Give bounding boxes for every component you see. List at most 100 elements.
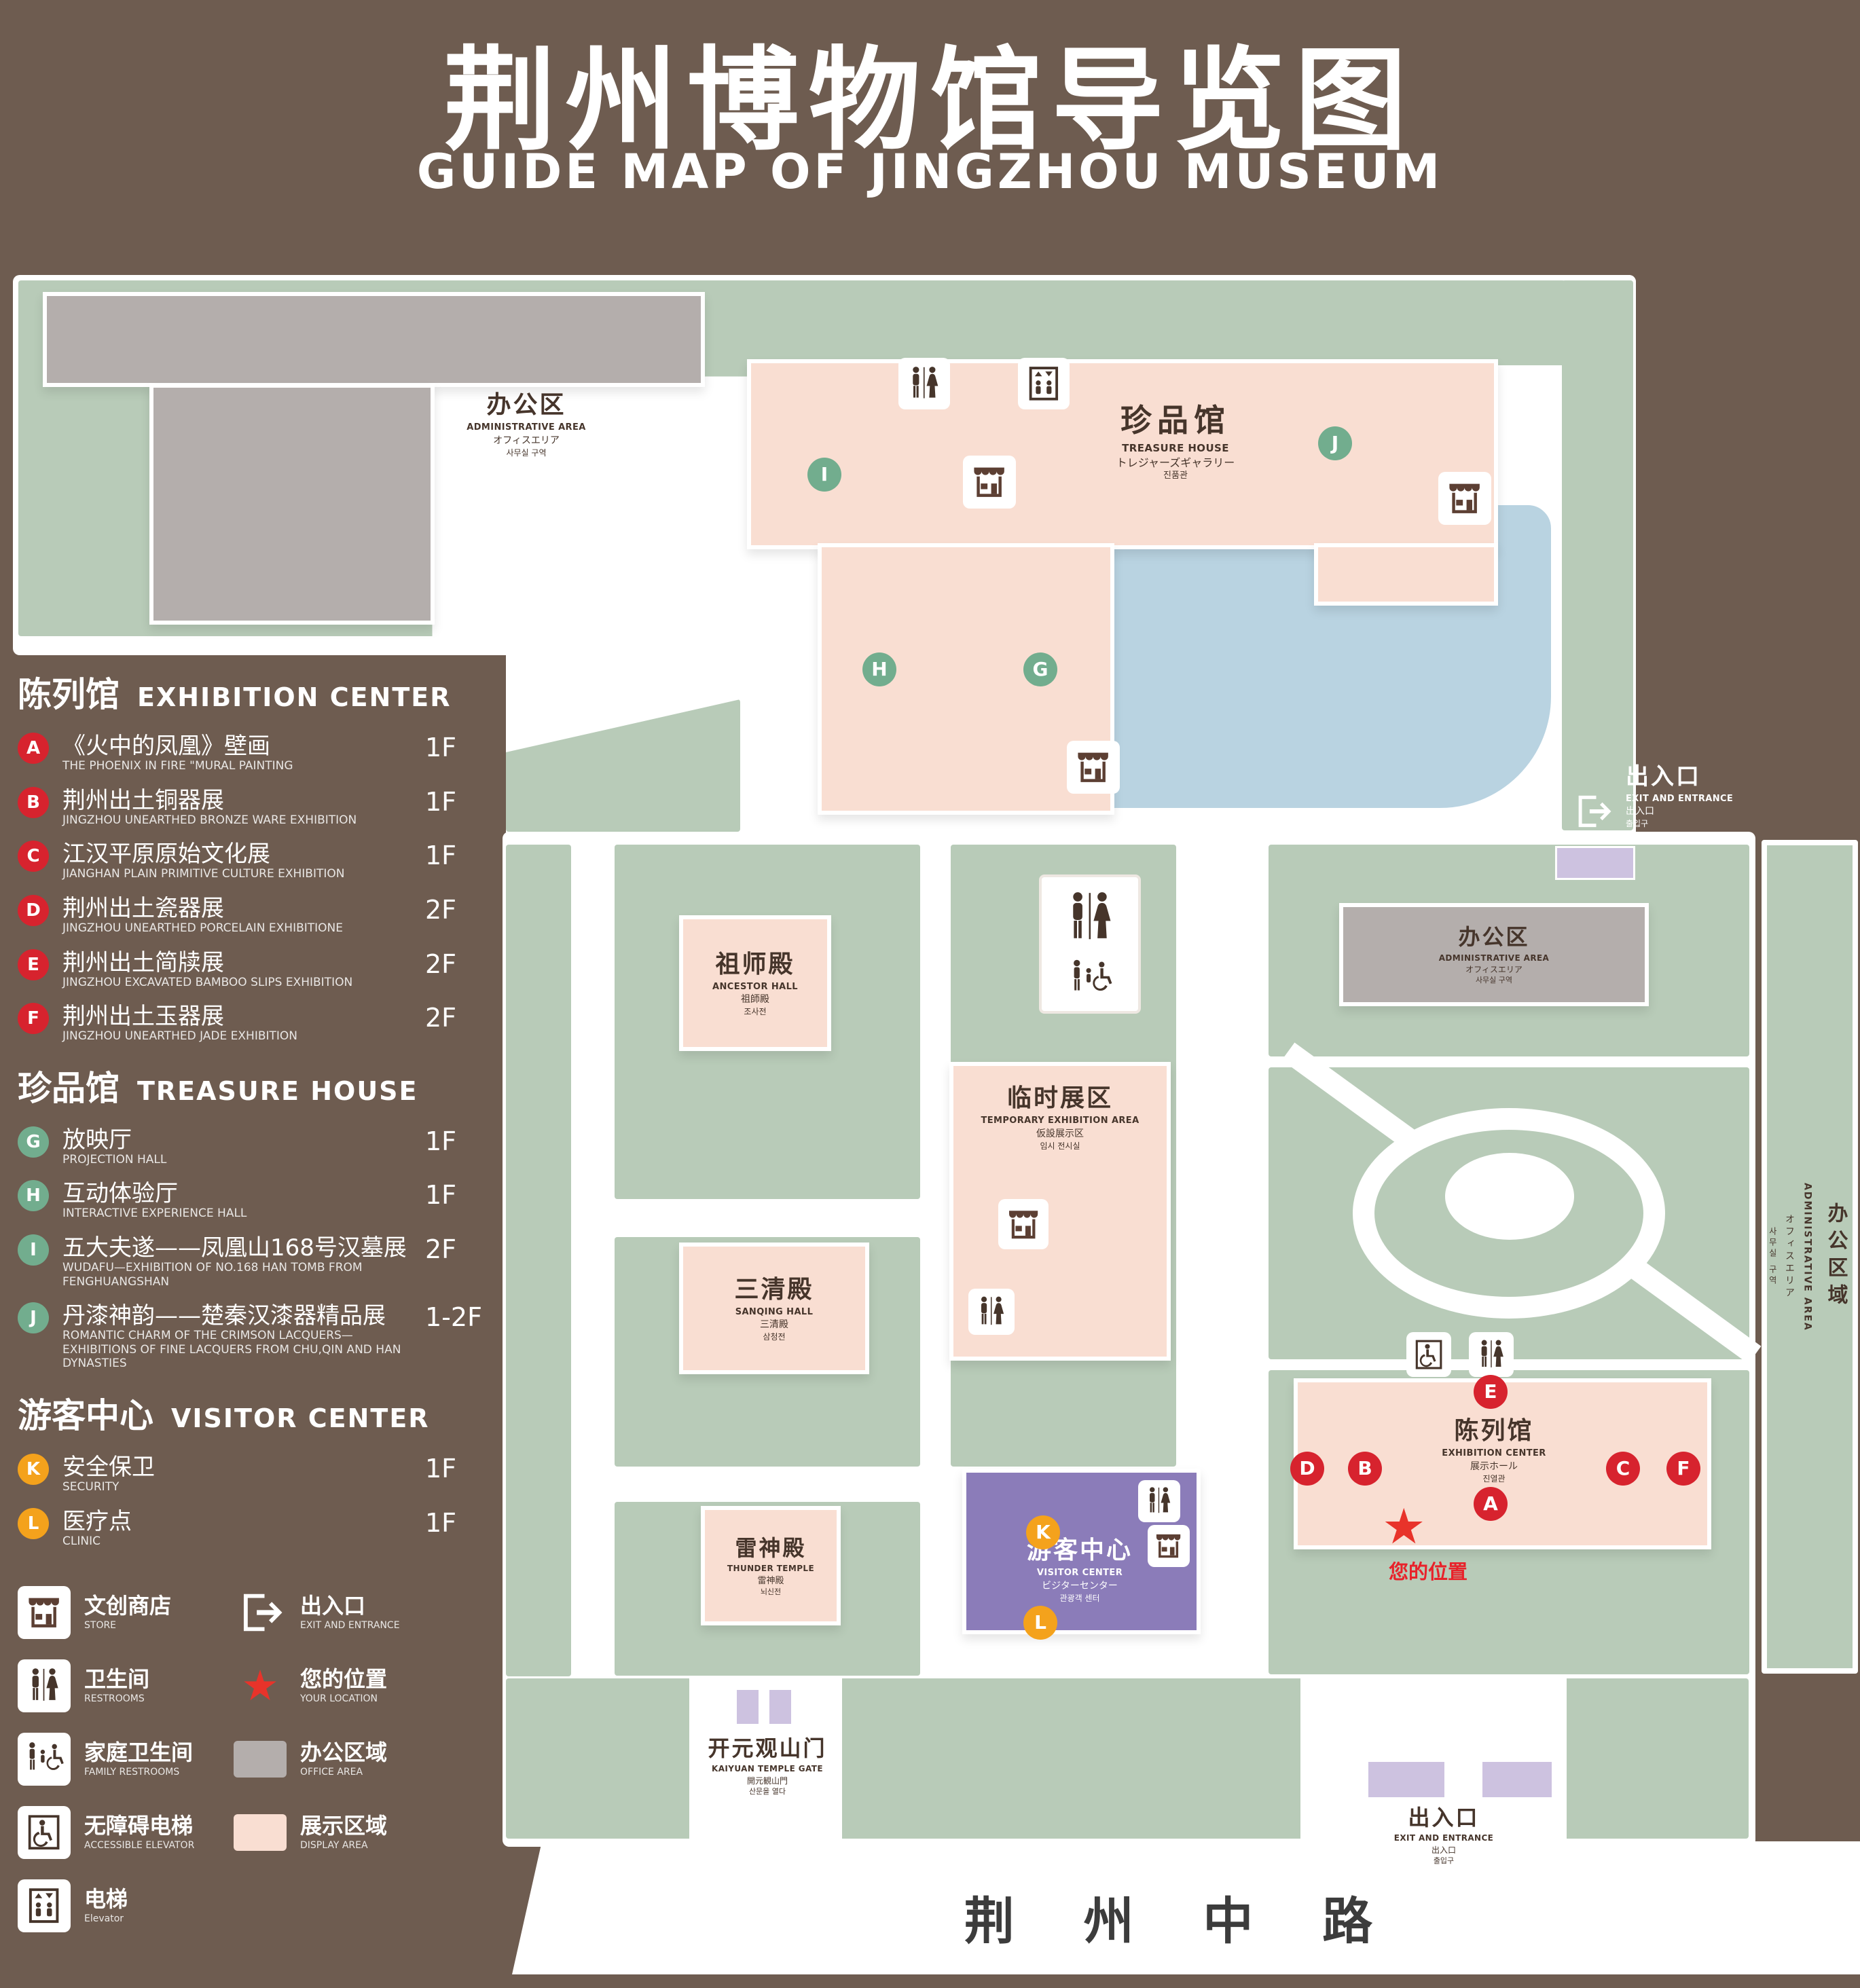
sanqing-hall-label-ja: 三清殿 bbox=[759, 1319, 788, 1331]
exit-icon bbox=[234, 1586, 287, 1639]
symbol-en: OFFICE AREA bbox=[300, 1767, 363, 1778]
accessible-elevator-icon bbox=[1406, 1332, 1451, 1377]
legend-item-zh: 荆州出土瓷器展 bbox=[62, 894, 224, 922]
legend-item-en: JINGZHOU EXCAVATED BAMBOO SLIPS EXHIBITI… bbox=[62, 975, 353, 989]
map-marker-d: D bbox=[1290, 1452, 1324, 1486]
temporary-area-label-en: TEMPORARY EXHIBITION AREA bbox=[981, 1116, 1139, 1126]
legend-marker-c: C bbox=[18, 841, 49, 872]
admin-top-label-zh: 办公区 bbox=[486, 391, 566, 419]
exhibition-center-label-ko: 진열관 bbox=[1482, 1473, 1506, 1484]
visitor-center-label-ko: 관광객 센터 bbox=[1059, 1593, 1100, 1603]
symbol-zh: 办公区域 bbox=[300, 1739, 388, 1765]
admin-strip-label: 办公区域 ADMINISTRATIVE AREA オフィスエリア 사무실 구역 bbox=[1765, 1183, 1855, 1331]
treasure-house-label: 珍品馆 TREASURE HOUSE トレジャーズギャラリー 진품관 bbox=[1006, 402, 1345, 481]
legend-item-floor: 1F bbox=[425, 1453, 457, 1484]
road-label: 荆 州 中 路 bbox=[964, 1892, 1399, 1951]
ancestor-hall-label-en: ANCESTOR HALL bbox=[712, 981, 798, 992]
legend-section-visitor-center: 游客中心 VISITOR CENTER bbox=[18, 1388, 493, 1437]
thunder-temple-label-zh: 雷神殿 bbox=[735, 1534, 807, 1561]
symbol-en: ACCESSIBLE ELEVATOR bbox=[84, 1840, 195, 1852]
exhibition-center-label: 陈列馆 EXHIBITION CENTER 展示ホール 진열관 bbox=[1389, 1416, 1599, 1484]
entrance-pad bbox=[1480, 1760, 1554, 1799]
thunder-temple-label-ko: 뇌신전 bbox=[760, 1587, 782, 1597]
temporary-area-label-zh: 临时展区 bbox=[1006, 1084, 1113, 1112]
thunder-temple-building: 雷神殿 THUNDER TEMPLE 雷神殿 뇌신전 bbox=[701, 1506, 841, 1625]
family-restroom-icon bbox=[1068, 956, 1112, 1001]
exit-top-label-zh: 出入口 bbox=[1626, 763, 1701, 790]
map-marker-j: J bbox=[1318, 426, 1352, 460]
symbol-en: STORE bbox=[84, 1620, 117, 1632]
map-marker-e: E bbox=[1474, 1375, 1508, 1409]
zone-right-column bbox=[1562, 280, 1633, 830]
symbol-zh: 无障碍电梯 bbox=[84, 1812, 194, 1839]
admin-top-label-en: ADMINISTRATIVE AREA bbox=[467, 422, 586, 433]
exit-bottom-label-ko: 출입구 bbox=[1433, 1856, 1455, 1866]
treasure-house-east-wing bbox=[1314, 543, 1498, 606]
symbol-en: RESTROOMS bbox=[84, 1693, 145, 1705]
legend-marker-l: L bbox=[18, 1507, 49, 1539]
family-restroom-icon bbox=[18, 1733, 71, 1786]
admin-strip-label-ja: オフィスエリア bbox=[1783, 1213, 1795, 1300]
legend-item-floor: 2F bbox=[425, 894, 457, 925]
legend-item-en: JINGZHOU UNEARTHED PORCELAIN EXHIBITIONE bbox=[62, 921, 344, 935]
your-location-star-icon: ★ bbox=[1382, 1498, 1426, 1555]
map-marker-l: L bbox=[1023, 1606, 1057, 1640]
restroom-icon bbox=[18, 1659, 71, 1712]
admin-top-label-ja: オフィスエリア bbox=[493, 435, 560, 446]
legend-marker-f: F bbox=[18, 1003, 49, 1035]
symbol-zh: 电梯 bbox=[84, 1885, 128, 1912]
ancestor-hall-building: 祖师殿 ANCESTOR HALL 祖師殿 조사전 bbox=[679, 915, 831, 1051]
legend-item-floor: 2F bbox=[425, 1234, 457, 1264]
gate-plaza bbox=[689, 1678, 842, 1839]
ancestor-hall-label: 祖师殿 ANCESTOR HALL 祖師殿 조사전 bbox=[712, 950, 798, 1017]
map-marker-h: H bbox=[862, 652, 896, 686]
admin-strip-label-zh: 办公区域 bbox=[1823, 1202, 1848, 1311]
symbol-zh: 出入口 bbox=[300, 1592, 366, 1619]
legend-item-en: INTERACTIVE EXPERIENCE HALL bbox=[62, 1207, 247, 1221]
store-icon bbox=[18, 1586, 71, 1639]
legend-item-en: JIANGHAN PLAIN PRIMITIVE CULTURE EXHIBIT… bbox=[62, 867, 345, 881]
office-area-swatch bbox=[234, 1741, 287, 1778]
admin-right-label-en: ADMINISTRATIVE AREA bbox=[1438, 953, 1550, 963]
legend-marker-d: D bbox=[18, 894, 49, 926]
exit-top-label-en: EXIT AND ENTRANCE bbox=[1626, 793, 1734, 804]
legend-item-floor: 1F bbox=[425, 786, 457, 817]
elevator-icon bbox=[18, 1879, 71, 1932]
store-icon bbox=[963, 456, 1016, 509]
gate-pillar bbox=[767, 1688, 793, 1726]
sanqing-hall-label-ko: 삼청전 bbox=[763, 1332, 786, 1342]
legend-symbol-office-area: 办公区域 OFFICE AREA bbox=[234, 1733, 497, 1786]
symbol-zh: 家庭卫生间 bbox=[84, 1739, 194, 1765]
symbol-en: DISPLAY AREA bbox=[300, 1840, 368, 1852]
symbol-zh: 展示区域 bbox=[300, 1812, 388, 1839]
page-title: 荆州博物馆导览图 bbox=[443, 35, 1417, 166]
admin-right-label-zh: 办公区 bbox=[1458, 924, 1530, 951]
legend-item-zh: 丹漆神韵——楚秦汉漆器精品展 bbox=[62, 1302, 386, 1330]
legend-section-treasure-house: 珍品馆 TREASURE HOUSE bbox=[18, 1061, 493, 1110]
admin-right-label: 办公区 ADMINISTRATIVE AREA オフィスエリア 사무실 구역 bbox=[1439, 924, 1550, 984]
legend-item-zh: 放映厅 bbox=[62, 1126, 132, 1154]
exhibition-center-label-ja: 展示ホール bbox=[1470, 1460, 1518, 1472]
legend-item-zh: 荆州出土铜器展 bbox=[62, 786, 224, 814]
zone-admin-strip: 办公区域 ADMINISTRATIVE AREA オフィスエリア 사무실 구역 bbox=[1762, 840, 1858, 1674]
exit-top-label-ja: 出入口 bbox=[1626, 806, 1654, 817]
admin-right-label-ko: 사무실 구역 bbox=[1475, 976, 1513, 985]
visitor-center-label-en: VISITOR CENTER bbox=[1036, 1568, 1123, 1579]
ancestor-hall-label-zh: 祖师殿 bbox=[715, 950, 795, 978]
sanqing-hall-label-en: SANQING HALL bbox=[735, 1306, 814, 1317]
legend-section-exhibition-center: 陈列馆 EXHIBITION CENTER bbox=[18, 667, 493, 716]
admin-building-top-leg bbox=[149, 384, 435, 625]
legend-item-floor: 2F bbox=[425, 1003, 457, 1033]
section-title-zh: 陈列馆 bbox=[18, 675, 120, 714]
temporary-area-label-ja: 仮設展示区 bbox=[1036, 1128, 1084, 1139]
